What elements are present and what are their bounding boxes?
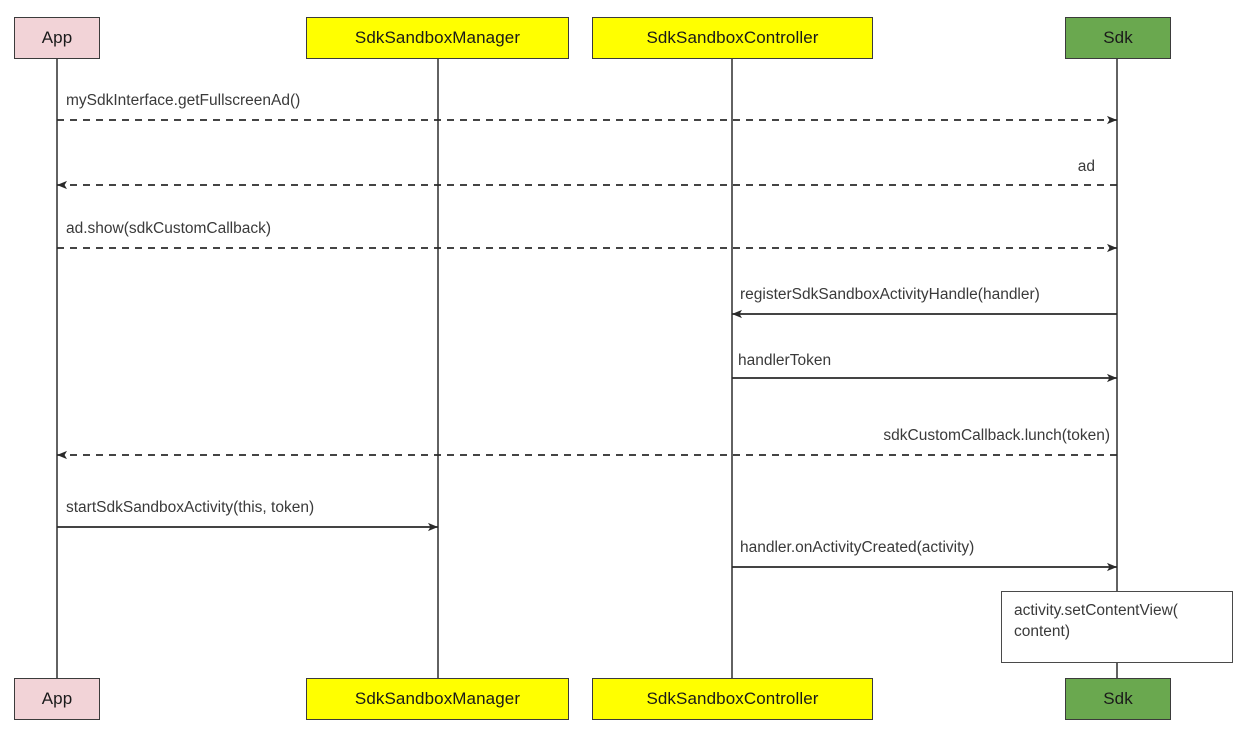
- participant-label: Sdk: [1103, 28, 1133, 47]
- participant-label: SdkSandboxController: [646, 28, 819, 47]
- participant-label: Sdk: [1103, 689, 1133, 708]
- participant-label: SdkSandboxManager: [354, 28, 521, 47]
- message-label-m6: sdkCustomCallback.lunch(token): [883, 427, 1110, 444]
- participant-label: App: [41, 689, 73, 708]
- participant-box-sdk-sandbox-controller-bottom[interactable]: SdkSandboxController: [592, 678, 873, 720]
- participant-label: SdkSandboxManager: [354, 689, 521, 708]
- message-label-m4: registerSdkSandboxActivityHandle(handler…: [740, 286, 1040, 303]
- message-label-m8: handler.onActivityCreated(activity): [740, 539, 975, 556]
- participant-box-app-bottom[interactable]: App: [14, 678, 100, 720]
- participant-label: SdkSandboxController: [646, 689, 819, 708]
- participant-label: App: [41, 28, 73, 47]
- lifeline-group: [56, 59, 1118, 678]
- message-label-m1: mySdkInterface.getFullscreenAd(): [66, 92, 301, 109]
- message-label-m7: startSdkSandboxActivity(this, token): [66, 499, 315, 516]
- message-label-m2: ad: [1077, 158, 1095, 175]
- message-label-m5: handlerToken: [738, 352, 832, 369]
- message-arrow-group: [57, 115, 1117, 572]
- participant-box-sdk-top[interactable]: Sdk: [1065, 17, 1171, 59]
- message-label-m3: ad.show(sdkCustomCallback): [66, 220, 272, 237]
- participant-box-app-top[interactable]: App: [14, 17, 100, 59]
- participant-box-sdk-sandbox-manager-bottom[interactable]: SdkSandboxManager: [306, 678, 569, 720]
- note-setcontentview[interactable]: activity.setContentView( content): [1001, 591, 1233, 663]
- participant-box-sdk-bottom[interactable]: Sdk: [1065, 678, 1171, 720]
- participant-box-sdk-sandbox-controller-top[interactable]: SdkSandboxController: [592, 17, 873, 59]
- participant-box-sdk-sandbox-manager-top[interactable]: SdkSandboxManager: [306, 17, 569, 59]
